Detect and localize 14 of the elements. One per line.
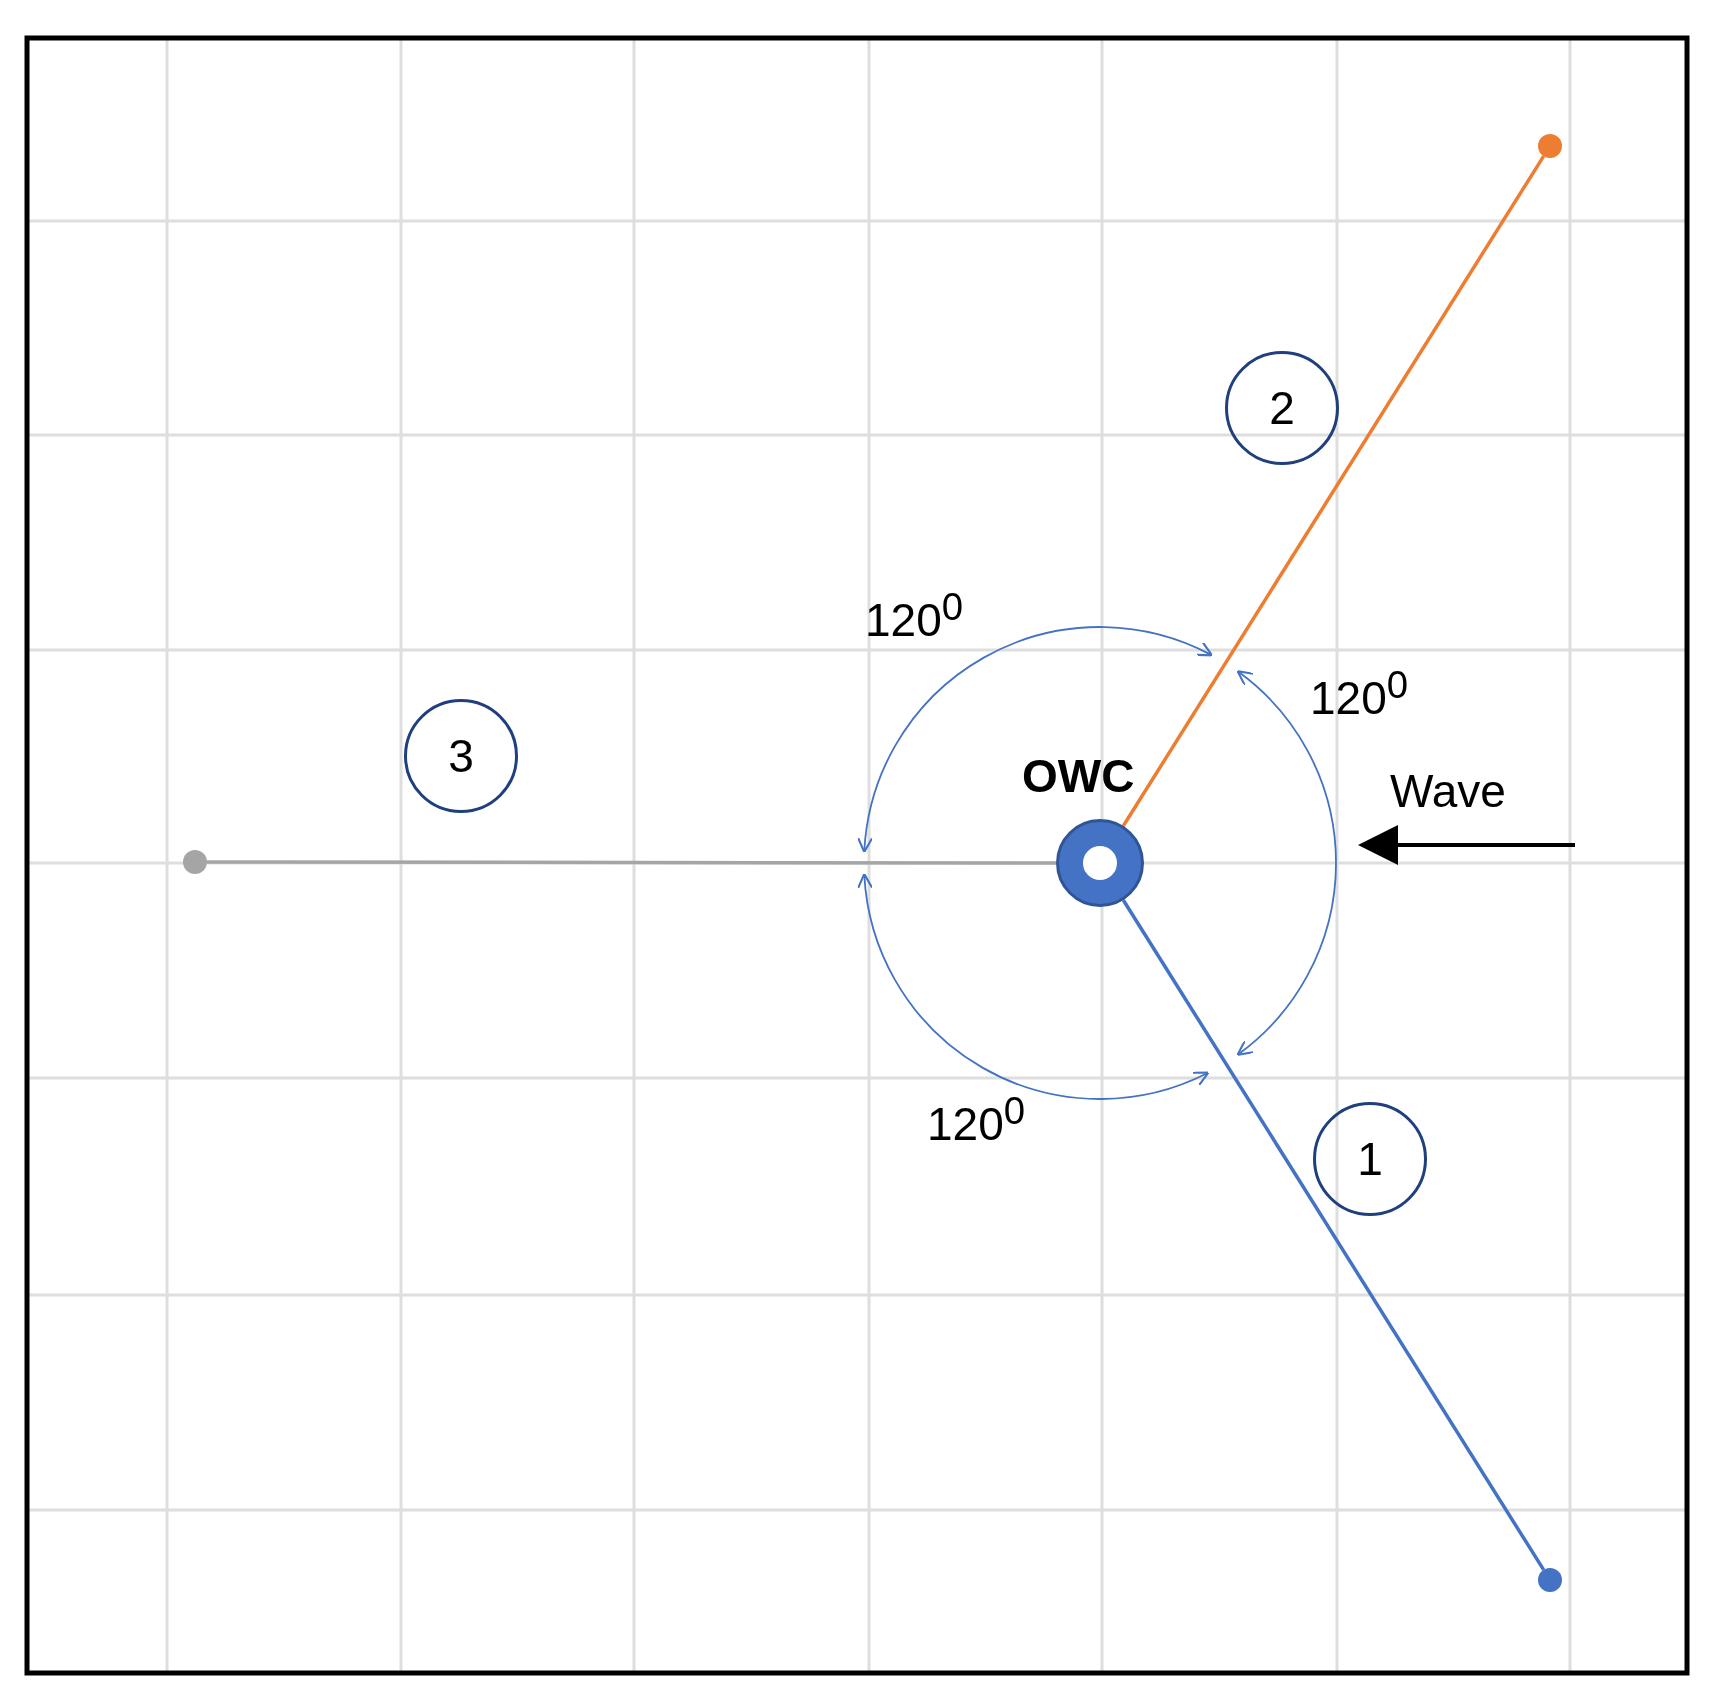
mooring-line	[207, 860, 1056, 865]
anchor-point	[1538, 134, 1562, 158]
anchor-point	[183, 850, 207, 874]
callout-number: 1	[1313, 1102, 1427, 1216]
angle-label: 120$^{0}$	[927, 1092, 1026, 1148]
angle-label: 120$^{0}$	[1310, 666, 1409, 722]
anchor-point	[1538, 1568, 1562, 1592]
mooring-line	[1121, 155, 1546, 827]
angle-label: 120$^{0}$	[865, 588, 964, 644]
node-label: OWC	[1022, 753, 1135, 799]
direction-label: Wave	[1390, 768, 1506, 814]
callout-number: 3	[404, 699, 518, 813]
mooring-line	[1121, 899, 1546, 1571]
callout-number: 2	[1225, 351, 1339, 465]
